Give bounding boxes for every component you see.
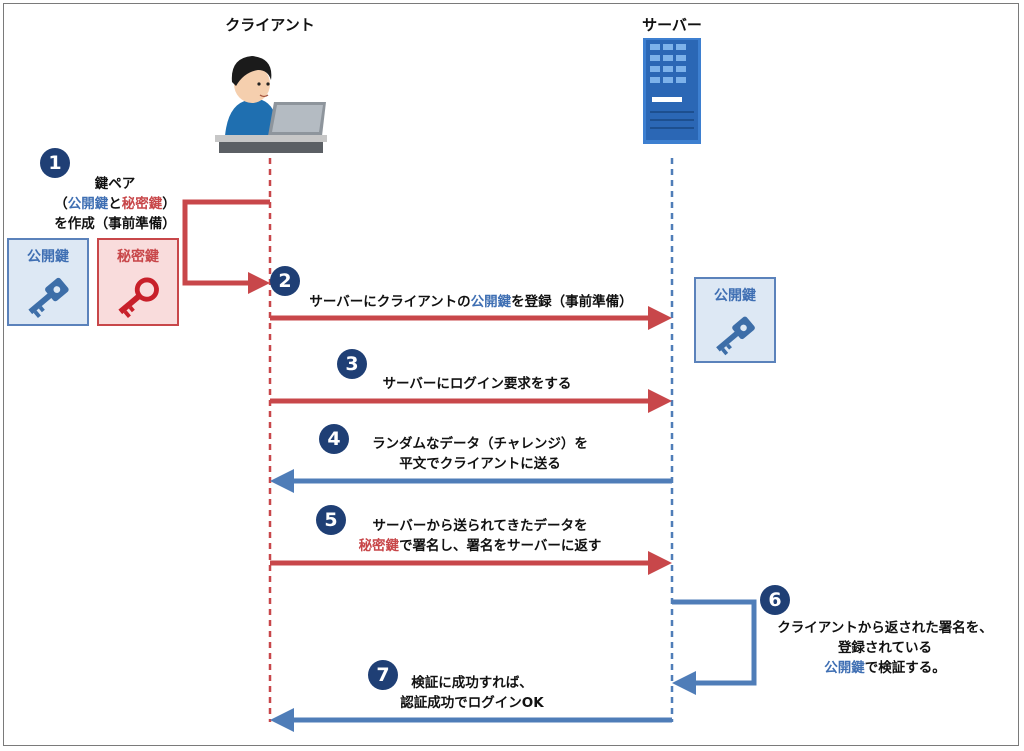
step-6-post: で検証する。 [864,660,946,676]
step-1-secret: 秘密鍵 [121,196,163,212]
server-icon [643,38,701,144]
arrow-step5 [270,551,672,575]
step-7-text: 検証に成功すれば、 認証成功でログインOK [372,673,572,713]
step-1-paren-open: （ [54,196,68,212]
step-2-public: 公開鍵 [470,294,512,310]
client-public-key-card: 公開鍵 [7,238,89,326]
step-1-and: と [108,196,122,212]
step-1-paren-close: ） [162,196,176,212]
step-4-line2: 平文でクライアントに送る [399,456,561,472]
step-2-post: を登録（事前準備） [511,294,633,310]
arrow-step6 [672,599,757,695]
step-1-line3: を作成（事前準備） [54,216,176,232]
diagram-frame [3,3,1019,746]
step-5-post: で署名し、署名をサーバーに返す [399,538,602,554]
arrow-step4 [270,469,672,493]
server-label: サーバー [642,16,702,34]
step-5-line1: サーバーから送られてきたデータを [372,518,588,534]
blue-key-icon [28,277,69,319]
step-5-text: サーバーから送られてきたデータを 秘密鍵で署名し、署名をサーバーに返す [320,516,640,556]
step-2-badge: 2 [270,266,300,296]
client-person-icon [215,56,327,153]
step-5-badge: 5 [316,505,346,535]
step-4-text: ランダムなデータ（チャレンジ）を 平文でクライアントに送る [345,434,615,474]
step-1-line2: （公開鍵と秘密鍵） [15,194,215,214]
step-7-line2: 認証成功でログインOK [400,695,544,711]
client-label: クライアント [225,16,315,34]
step-4-line1: ランダムなデータ（チャレンジ）を [372,436,588,452]
step-4-badge: 4 [319,424,349,454]
step-6-line2: 登録されている [837,640,933,656]
step-6-badge: 6 [760,585,790,615]
arrow-step7 [270,708,672,732]
step-3-text: サーバーにログイン要求をする [382,376,572,392]
step-2-text: サーバーにクライアントの公開鍵を登録（事前準備） [286,292,656,312]
secret-key-label: 秘密鍵 [117,249,159,265]
step-6-text: クライアントから返された署名を、 登録されている 公開鍵で検証する。 [760,618,1010,678]
step-2-pre: サーバーにクライアントの [309,294,471,310]
step-3-badge: 3 [337,349,367,379]
step-6-public: 公開鍵 [824,660,865,676]
arrow-step2 [270,306,672,330]
step-1-line1: 鍵ペア [94,176,136,192]
step-5-secret: 秘密鍵 [358,538,400,554]
step-5-line2: 秘密鍵で署名し、署名をサーバーに返す [320,536,640,556]
step-6-line3: 公開鍵で検証する。 [760,658,1010,678]
step-1-public: 公開鍵 [67,196,109,212]
public-key-label: 公開鍵 [714,288,756,304]
step-1-badge: 1 [40,148,70,178]
client-secret-key-card: 秘密鍵 [97,238,179,326]
public-key-label: 公開鍵 [27,249,69,265]
arrow-step1 [182,199,270,294]
red-key-icon [118,277,159,319]
step-7-line1: 検証に成功すれば、 [411,675,533,691]
step-7-badge: 7 [368,660,398,690]
blue-key-icon [716,316,755,356]
server-public-key-card: 公開鍵 [694,277,776,363]
arrow-step3 [270,389,672,413]
step-6-line1: クライアントから返された署名を、 [777,620,993,636]
step-1-text: 鍵ペア （公開鍵と秘密鍵） を作成（事前準備） [15,174,215,234]
